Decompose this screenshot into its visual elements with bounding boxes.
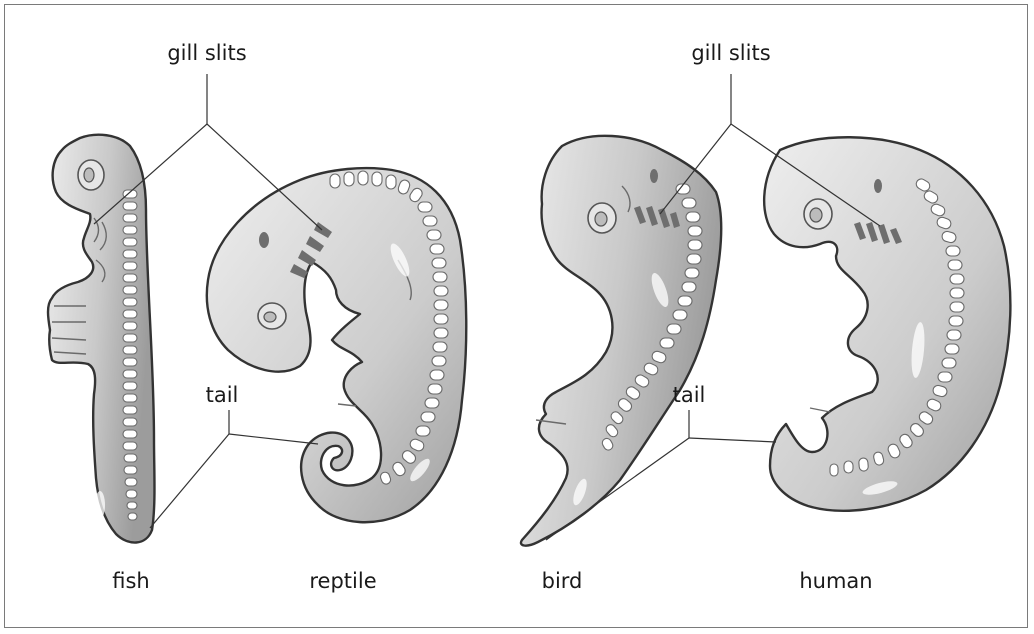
human-eye	[804, 199, 832, 229]
human-label: human	[799, 569, 872, 593]
bird-embryo	[521, 136, 721, 546]
tail-label-right: tail	[673, 383, 706, 407]
reptile-eye	[258, 303, 286, 329]
gill-slits-label-right: gill slits	[691, 41, 770, 65]
fish-label: fish	[112, 569, 149, 593]
bird-eye	[588, 203, 616, 233]
reptile-embryo	[207, 168, 466, 522]
fish-embryo	[48, 135, 155, 543]
human-embryo	[764, 137, 1010, 511]
reptile-label: reptile	[309, 569, 376, 593]
bird-label: bird	[542, 569, 583, 593]
tail-label-left: tail	[206, 383, 239, 407]
gill-slits-label-left: gill slits	[167, 41, 246, 65]
fish-eye	[78, 160, 104, 190]
tail-leader-left	[150, 410, 318, 528]
